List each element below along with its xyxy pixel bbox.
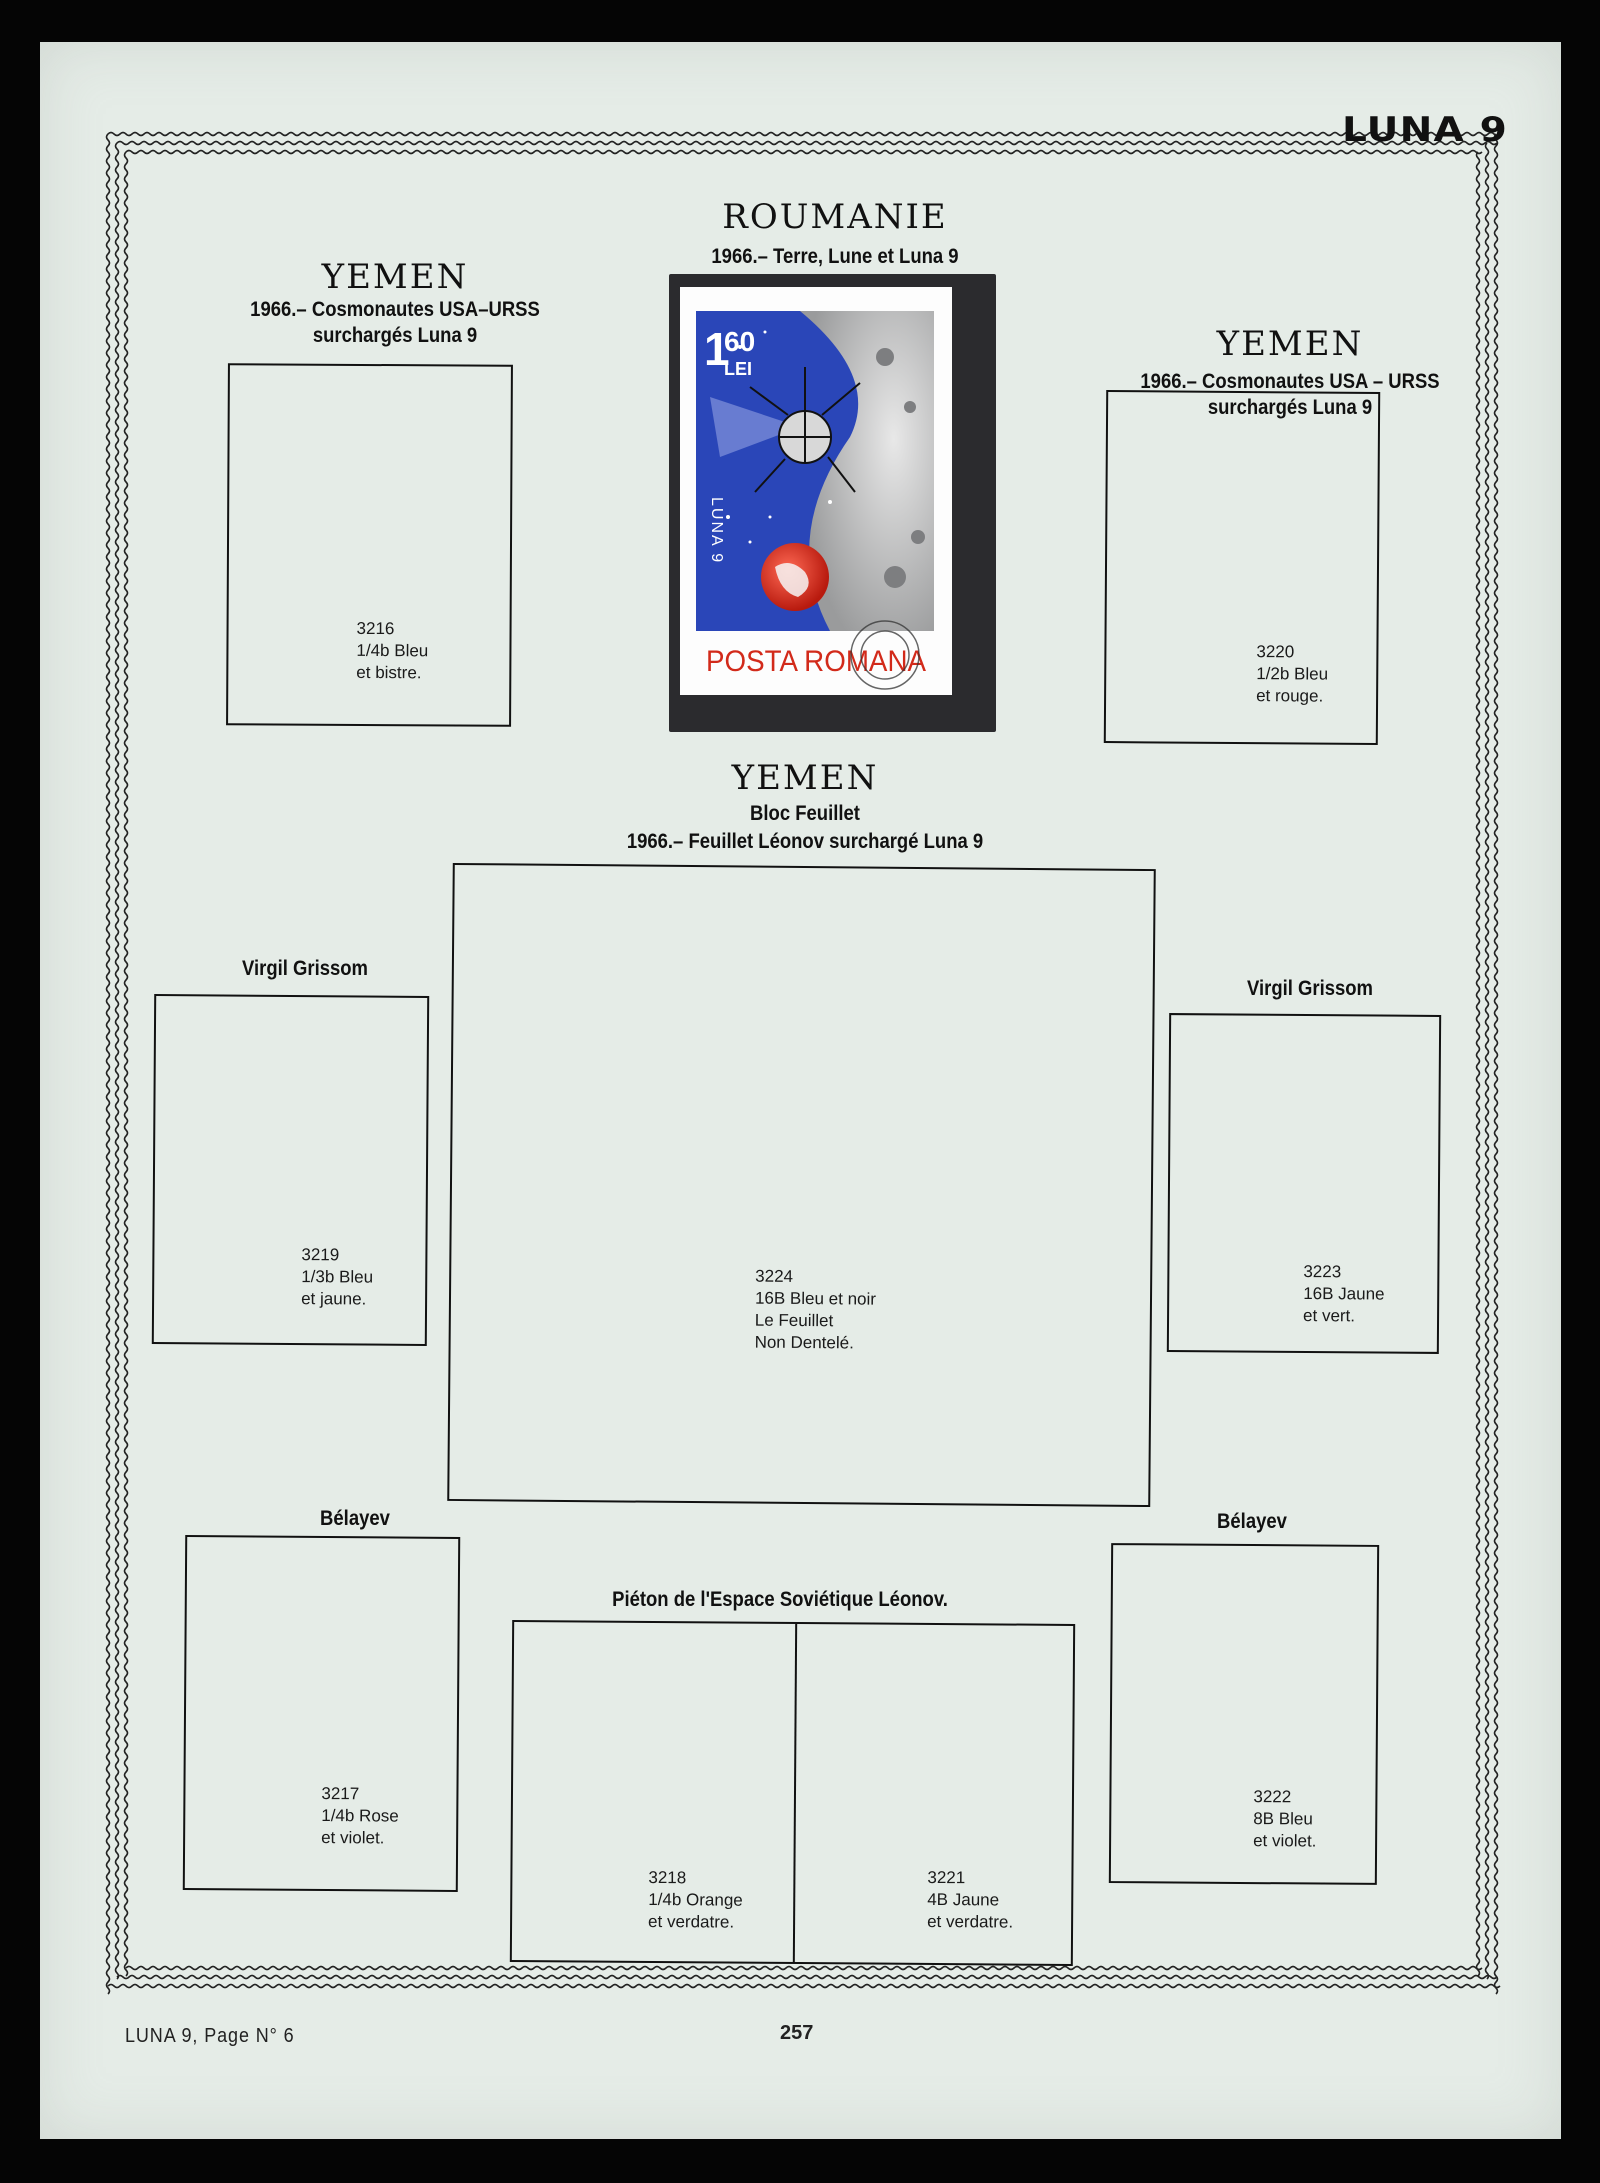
border-wave-line	[116, 1974, 1498, 1980]
stamp-slot-3219[interactable]: 3219 1/3b Bleu et jaune.	[151, 994, 430, 1346]
stamp-slot-3221[interactable]: 3221 4B Jaune et verdatre.	[795, 1624, 1075, 1964]
top-center-title: ROUMANIE	[722, 197, 948, 237]
top-right-line2: surchargés Luna 9	[1207, 396, 1373, 419]
top-right-title: YEMEN	[1216, 324, 1364, 364]
slot-caption: 3216 1/4b Bleu et bistre.	[356, 618, 428, 684]
stamp-color: et jaune.	[301, 1289, 367, 1309]
slot-caption: 3222 8B Bleu et violet.	[1253, 1786, 1317, 1852]
top-left-title: YEMEN	[321, 257, 469, 297]
stamp-slot-3218[interactable]: 3218 1/4b Orange et verdatre.	[512, 1622, 795, 1962]
stamp-artwork: 1 60 LEI LUNA 9 POSTA ROMANA	[686, 293, 946, 690]
border-wave-line	[107, 1983, 1501, 1989]
stamp-slot-3217[interactable]: 3217 1/4b Rose et violet.	[182, 1535, 461, 1892]
stamp-color: et vert.	[1303, 1305, 1356, 1326]
bottom-center-label: Piéton de l'Espace Soviétique Léonov.	[612, 1588, 948, 1611]
stamp-description: 1/4b Bleu	[356, 640, 429, 661]
album-page: LUNA 9 YEMEN 1966.– Cosmonautes USA–URSS…	[40, 42, 1561, 2139]
middle-line2: 1966.– Feuillet Léonov surchargé Luna 9	[626, 830, 984, 853]
stamp-description: 1/4b Orange	[648, 1889, 743, 1910]
stamp-color: et violet.	[1253, 1831, 1317, 1851]
top-left-line2: surchargés Luna 9	[312, 324, 478, 347]
slot-caption: 3218 1/4b Orange et verdatre.	[648, 1867, 743, 1934]
catalog-number: 3223	[1303, 1261, 1342, 1282]
border-wave-line	[107, 131, 1501, 137]
middle-line1: Bloc Feuillet	[750, 802, 860, 825]
stamp-value-num: 60	[724, 326, 755, 357]
stamp-value-one: 1	[704, 323, 730, 375]
perforation-note: Non Dentelé.	[754, 1332, 854, 1353]
slot-caption: 3223 16B Jaune et vert.	[1303, 1261, 1385, 1328]
romania-luna9-stamp[interactable]: 1 60 LEI LUNA 9 POSTA ROMANA	[680, 287, 952, 695]
stamp-slot-3222[interactable]: 3222 8B Bleu et violet.	[1108, 1543, 1380, 1885]
left-bottom-label: Bélayev	[320, 1507, 390, 1530]
stamp-color: et verdatre.	[648, 1911, 735, 1932]
sheet-label: Le Feuillet	[754, 1310, 834, 1331]
stamp-slot-3223[interactable]: 3223 16B Jaune et vert.	[1166, 1013, 1442, 1354]
right-bottom-label: Bélayev	[1217, 1510, 1287, 1533]
footer-left-text: LUNA 9, Page N° 6	[125, 2025, 295, 2047]
border-wave-line	[1493, 133, 1499, 1995]
border-wave-line	[114, 142, 120, 1980]
stamp-description: 16B Bleu et noir	[754, 1288, 877, 1309]
border-wave-line	[1484, 142, 1490, 1980]
stamp-description: 1/3b Bleu	[301, 1267, 374, 1287]
catalog-number: 3222	[1253, 1787, 1292, 1807]
stamp-bottom-text: POSTA ROMANA	[706, 645, 926, 678]
border-wave-line	[125, 149, 1483, 155]
top-left-line1: 1966.– Cosmonautes USA–URSS	[250, 298, 540, 321]
border-wave-line	[1475, 151, 1481, 1977]
middle-title: YEMEN	[731, 758, 879, 798]
top-center-line1: 1966.– Terre, Lune et Luna 9	[711, 245, 959, 268]
wavy-border	[105, 131, 1501, 1995]
stamp-description: 1/4b Rose	[321, 1806, 399, 1826]
slot-caption: 3217 1/4b Rose et violet.	[321, 1783, 399, 1850]
postmark	[850, 620, 920, 690]
slot-caption: 3219 1/3b Bleu et jaune.	[301, 1244, 373, 1311]
border-wave-line	[125, 1965, 1483, 1971]
border-wave-line	[123, 151, 129, 1977]
catalog-number: 3224	[755, 1266, 794, 1286]
left-mid-label: Virgil Grissom	[241, 957, 368, 980]
stamp-vertical-text: LUNA 9	[708, 497, 725, 564]
stamp-color: et violet.	[321, 1828, 385, 1848]
stamp-color: et bistre.	[356, 662, 422, 683]
stamp-description: 8B Bleu	[1253, 1809, 1313, 1829]
border-wave-line	[116, 140, 1498, 146]
catalog-number: 3219	[301, 1245, 340, 1265]
catalog-number: 3218	[648, 1867, 687, 1888]
catalog-number: 3220	[1256, 642, 1295, 662]
pair-slot-frame: 3218 1/4b Orange et verdatre. 3221 4B Ja…	[509, 1620, 1076, 1966]
footer-page-number: 257	[780, 2022, 814, 2044]
slot-caption: 3220 1/2b Bleu et rouge.	[1256, 641, 1328, 708]
stamp-color: et rouge.	[1256, 686, 1324, 706]
stamp-description: 4B Jaune	[927, 1889, 1000, 1910]
right-mid-label: Virgil Grissom	[1246, 977, 1373, 1000]
slot-caption: 3224 16B Bleu et noir Le Feuillet Non De…	[755, 1266, 877, 1355]
stamp-color: et verdatre.	[927, 1911, 1014, 1932]
catalog-number: 3217	[321, 1784, 360, 1804]
slot-caption: 3221 4B Jaune et verdatre.	[927, 1867, 1013, 1934]
header-luna-label: LUNA 9	[1342, 110, 1508, 150]
stamp-description: 1/2b Bleu	[1256, 664, 1329, 684]
sheet-slot-3224[interactable]: 3224 16B Bleu et noir Le Feuillet Non De…	[447, 862, 1156, 1508]
border-wave-line	[105, 133, 111, 1995]
top-right-line1: 1966.– Cosmonautes USA – URSS	[1140, 370, 1440, 393]
catalog-number: 3216	[356, 618, 395, 639]
stamp-value-unit: LEI	[724, 359, 752, 379]
stamp-slot-3220[interactable]: 3220 1/2b Bleu et rouge.	[1103, 390, 1381, 745]
catalog-number: 3221	[927, 1867, 966, 1888]
stamp-description: 16B Jaune	[1303, 1283, 1385, 1304]
stamp-slot-3216[interactable]: 3216 1/4b Bleu et bistre.	[226, 363, 513, 727]
